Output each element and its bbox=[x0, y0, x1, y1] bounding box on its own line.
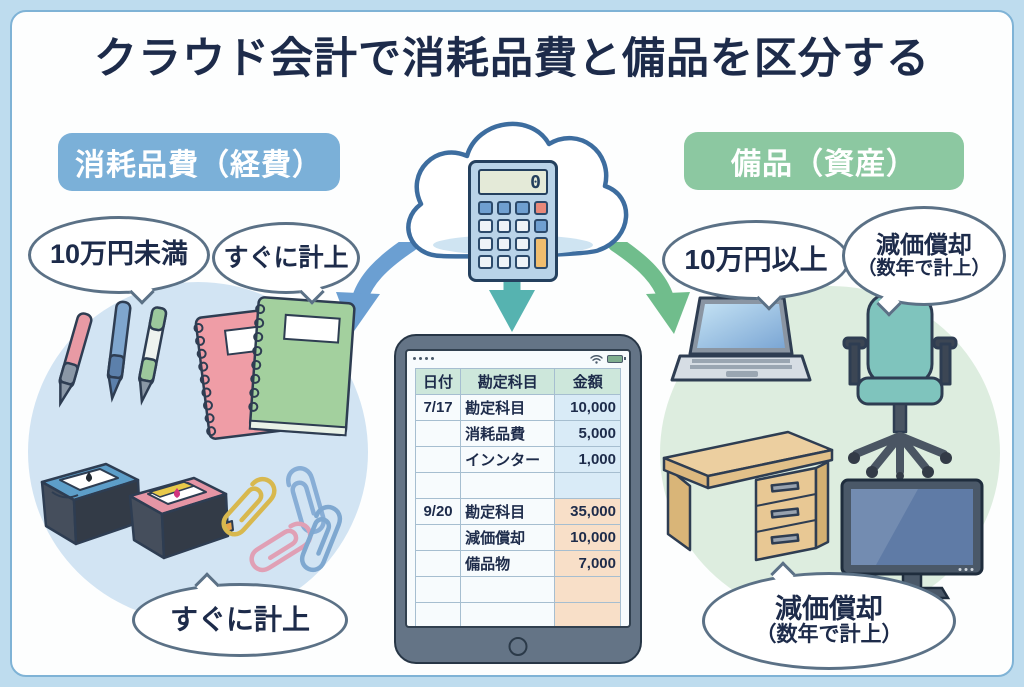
equipment-asset-badge-label: 備品（資産） bbox=[731, 148, 917, 181]
tablet-screen: 日付 勘定科目 金額 7/17 勘定科目 10,000 消耗品費 5,000 bbox=[405, 349, 631, 628]
ledger-row: 減価償却 10,000 bbox=[414, 524, 621, 551]
bubble-depreciation-bottom-line2: （数年で計上） bbox=[755, 623, 903, 647]
ledger-header-account: 勘定科目 bbox=[460, 368, 556, 395]
bubble-record-immediately-bottom-label: すぐに計上 bbox=[169, 603, 310, 635]
ledger-row: 7/17 勘定科目 10,000 bbox=[414, 394, 621, 421]
bubble-record-immediately-top: すぐに計上 bbox=[212, 222, 360, 305]
calculator-keys bbox=[478, 201, 548, 269]
ledger-table: 日付 勘定科目 金額 7/17 勘定科目 10,000 消耗品費 5,000 bbox=[414, 368, 621, 626]
home-button-icon bbox=[508, 637, 528, 656]
tablet: 日付 勘定科目 金額 7/17 勘定科目 10,000 消耗品費 5,000 bbox=[394, 334, 642, 664]
bubble-record-immediately-bottom: すぐに計上 bbox=[132, 572, 348, 657]
consumables-expense-badge-label: 消耗品費（経費） bbox=[75, 149, 323, 182]
signal-dots-icon bbox=[413, 357, 434, 360]
ledger-row bbox=[414, 472, 621, 499]
ink-cartridges-icon bbox=[40, 462, 234, 560]
ledger-row: 消耗品費 5,000 bbox=[414, 420, 621, 447]
bubble-over-100k-label: 10万円以上 bbox=[684, 243, 828, 275]
calculator-display: 0 bbox=[478, 169, 548, 195]
battery-icon bbox=[607, 354, 626, 363]
bubble-under-100k-label: 10万円未満 bbox=[49, 239, 189, 270]
ledger-row: インンター 1,000 bbox=[414, 446, 621, 473]
ledger-header-date: 日付 bbox=[414, 368, 462, 395]
paper-clips-icon bbox=[221, 466, 343, 573]
bubble-depreciation-top-line1: 減価償却 bbox=[876, 231, 972, 259]
bubble-over-100k: 10万円以上 bbox=[662, 220, 850, 311]
bubble-record-immediately-top-label: すぐに計上 bbox=[223, 243, 349, 272]
bubble-depreciation-top-line2: （数年で計上） bbox=[857, 257, 991, 279]
equipment-asset-badge: 備品（資産） bbox=[684, 132, 964, 190]
arrow-to-equipment-icon bbox=[608, 242, 690, 334]
pens-icon bbox=[58, 300, 168, 408]
wifi-icon bbox=[590, 354, 603, 364]
bubble-depreciation-bottom-line1: 減価償却 bbox=[775, 594, 883, 625]
page-title: クラウド会計で消耗品費と備品を区分する bbox=[94, 35, 930, 83]
office-chair-icon bbox=[842, 292, 958, 480]
ledger-row: 9/20 勘定科目 35,000 bbox=[414, 498, 621, 525]
bubble-depreciation-top: 減価償却 （数年で計上） bbox=[842, 206, 1006, 317]
consumables-expense-badge: 消耗品費（経費） bbox=[58, 133, 340, 191]
ledger-row: 備品物 7,000 bbox=[414, 550, 621, 577]
laptop-icon bbox=[670, 296, 812, 382]
ledger-header-row: 日付 勘定科目 金額 bbox=[414, 368, 621, 395]
ledger-header-amount: 金額 bbox=[554, 368, 621, 395]
ledger-row bbox=[414, 576, 621, 603]
bubble-under-100k: 10万円未満 bbox=[28, 216, 210, 305]
notebooks-icon bbox=[193, 296, 356, 440]
calculator-icon: 0 bbox=[468, 160, 558, 282]
bubble-depreciation-bottom: 減価償却 （数年で計上） bbox=[702, 561, 956, 670]
tablet-statusbar bbox=[407, 351, 629, 366]
monitor-icon bbox=[840, 478, 984, 600]
ledger-row bbox=[414, 602, 621, 626]
desk-icon bbox=[662, 430, 834, 562]
